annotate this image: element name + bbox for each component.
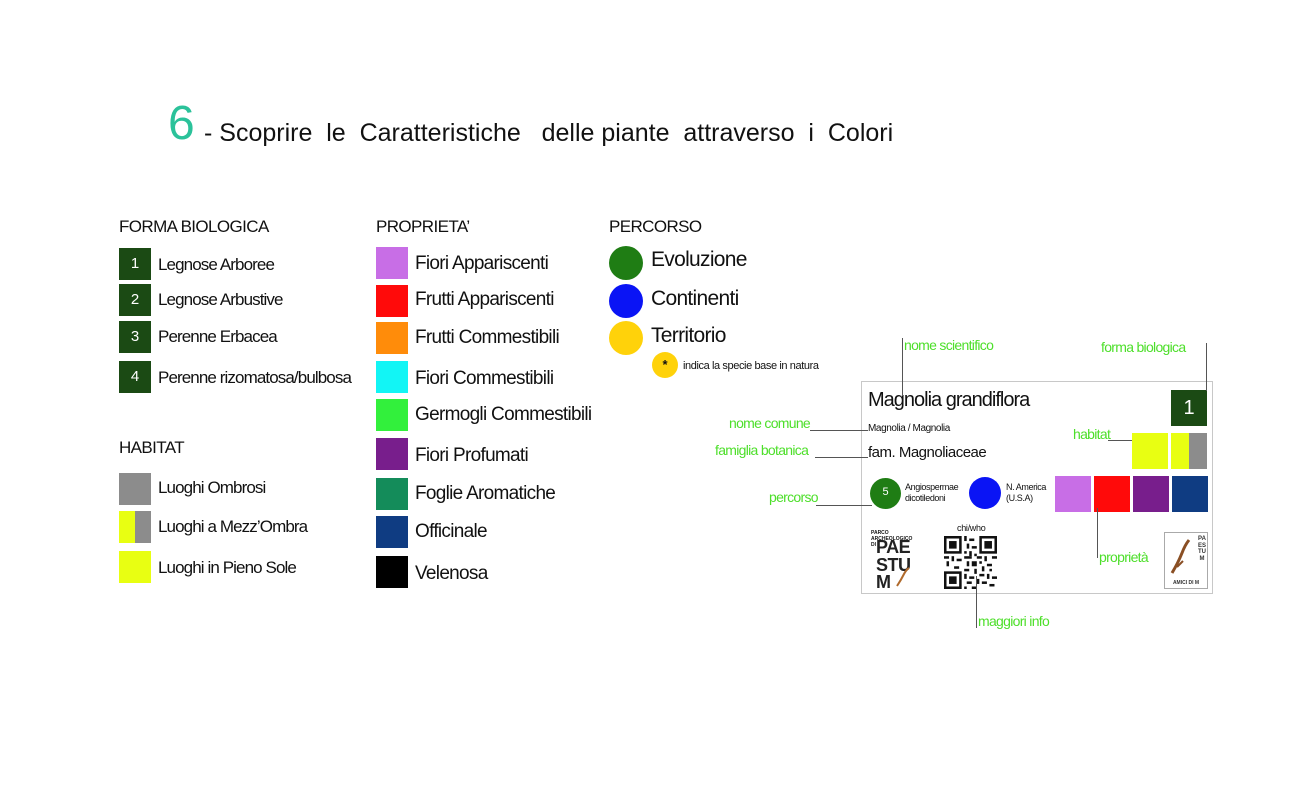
forma-label-2: Legnose Arbustive: [158, 290, 283, 309]
leader-habitat: [1108, 440, 1132, 441]
card-habitat-swatch-1: [1132, 433, 1168, 469]
card-prop-swatch-1: [1055, 476, 1091, 512]
qr-code-icon[interactable]: [944, 536, 997, 589]
leader-proprieta: [1097, 508, 1098, 558]
leader-forma-biologica: [1206, 343, 1207, 391]
leader-nome-scientifico: [902, 338, 903, 396]
habitat-label-ombrosi: Luoghi Ombrosi: [158, 478, 266, 497]
percorso-note-text: indica la specie base in natura: [683, 360, 819, 372]
annotation-famiglia-botanica: famiglia botanica: [715, 442, 809, 458]
card-prop-swatch-3: [1133, 476, 1169, 512]
logo-paestum-line-2: STU: [876, 555, 911, 575]
card-percorso-dot: [870, 478, 901, 509]
card-prop-swatch-2: [1094, 476, 1130, 512]
logo-small-line-1: PARCO: [871, 530, 889, 536]
percorso-dot-evoluzione: [609, 246, 643, 280]
logo-small-line-2: ARCHEOLOGICO: [871, 536, 913, 542]
prop-label-fiori-appariscenti: Fiori Appariscenti: [415, 253, 549, 274]
prop-swatch-frutti-appariscenti: [376, 285, 408, 317]
prop-swatch-foglie-aromatiche: [376, 478, 408, 510]
card-common-name: Magnolia / Magnolia: [868, 423, 950, 434]
prop-label-fiori-commestibili: Fiori Commestibili: [415, 368, 554, 389]
percorso-label-evoluzione: Evoluzione: [651, 248, 747, 271]
card-continent-dot: [969, 477, 1001, 509]
leader-nome-comune: [810, 430, 868, 431]
annotation-proprieta: proprietà: [1099, 549, 1149, 565]
prop-label-fiori-profumati: Fiori Profumati: [415, 445, 529, 466]
habitat-swatch-ombrosi: [119, 473, 151, 505]
card-continent-text-1: N. America: [1006, 482, 1047, 492]
proprieta-heading: PROPRIETA’: [376, 217, 470, 236]
logo-diver-icon: [896, 567, 910, 587]
annotation-percorso: percorso: [769, 489, 819, 505]
logo-paestum-line-1: PAE: [876, 537, 911, 557]
card-scientific-name: Magnolia grandiflora: [868, 389, 1030, 411]
percorso-label-continenti: Continenti: [651, 287, 739, 310]
logo-paestum-line-3: M: [876, 572, 891, 592]
card-amici-logo: [1164, 532, 1208, 589]
card-qr-label: chi/who: [957, 523, 986, 533]
prop-swatch-velenosa: [376, 556, 408, 588]
card-percorso-text-1: Angiospermae: [905, 482, 959, 492]
annotation-habitat: habitat: [1073, 426, 1111, 442]
prop-swatch-fiori-appariscenti: [376, 247, 408, 279]
forma-swatch-2: 2: [119, 284, 151, 316]
annotation-maggiori-info: maggiori info: [978, 613, 1050, 629]
prop-label-frutti-commestibili: Frutti Commestibili: [415, 327, 560, 348]
leader-maggiori-info: [976, 576, 977, 628]
leader-famiglia-botanica: [815, 457, 868, 458]
prop-label-germogli-commestibili: Germogli Commestibili: [415, 404, 592, 425]
amici-logo-bottom-text: AMICI DI M: [1172, 580, 1200, 586]
forma-biologica-heading: FORMA BIOLOGICA: [119, 217, 269, 236]
habitat-swatch-sole: [119, 551, 151, 583]
prop-label-foglie-aromatiche: Foglie Aromatiche: [415, 483, 556, 504]
card-percorso-text-2: dicotiledoni: [905, 493, 946, 503]
forma-swatch-3: 3: [119, 321, 151, 353]
habitat-heading: HABITAT: [119, 438, 185, 457]
card-habitat-swatch-2: [1171, 433, 1207, 469]
percorso-dot-continenti: [609, 284, 643, 318]
prop-label-officinale: Officinale: [415, 521, 488, 542]
percorso-note-star-icon: *: [662, 357, 668, 372]
prop-label-frutti-appariscenti: Frutti Appariscenti: [415, 289, 554, 310]
annotation-nome-comune: nome comune: [729, 415, 811, 431]
forma-label-1: Legnose Arboree: [158, 255, 275, 274]
amici-diver-icon: [1170, 539, 1191, 574]
prop-swatch-officinale: [376, 516, 408, 548]
forma-label-4: Perenne rizomatosa/bulbosa: [158, 368, 352, 387]
annotation-nome-scientifico: nome scientifico: [904, 337, 994, 353]
logo-small-line-3: DI: [871, 542, 876, 548]
card-prop-swatch-4: [1172, 476, 1208, 512]
percorso-dot-territorio: [609, 321, 643, 355]
page-title: - Scoprire le Caratteristiche delle pian…: [204, 119, 894, 147]
habitat-label-sole: Luoghi in Pieno Sole: [158, 558, 297, 577]
prop-swatch-germogli-commestibili: [376, 399, 408, 431]
forma-label-3: Perenne Erbacea: [158, 327, 278, 346]
card-percorso-number: 5: [882, 486, 889, 498]
prop-swatch-fiori-commestibili: [376, 361, 408, 393]
percorso-note-dot: [652, 352, 678, 378]
card-forma-biologica-badge: 1: [1171, 390, 1207, 426]
amici-logo-vertical-text: PAESTUM: [1198, 536, 1207, 562]
card-continent-text-2: (U.S.A): [1006, 493, 1033, 503]
prop-swatch-frutti-commestibili: [376, 322, 408, 354]
forma-swatch-4: 4: [119, 361, 151, 393]
prop-swatch-fiori-profumati: [376, 438, 408, 470]
annotation-forma-biologica: forma biologica: [1101, 339, 1186, 355]
percorso-label-territorio: Territorio: [651, 324, 726, 347]
section-number: 6: [168, 97, 195, 150]
leader-percorso: [816, 505, 872, 506]
prop-label-velenosa: Velenosa: [415, 563, 488, 584]
habitat-label-mezzombra: Luoghi a Mezz’Ombra: [158, 517, 308, 536]
percorso-heading: PERCORSO: [609, 217, 702, 236]
forma-swatch-1: 1: [119, 248, 151, 280]
habitat-swatch-mezzombra: [119, 511, 151, 543]
card-family: fam. Magnoliaceae: [868, 444, 987, 461]
